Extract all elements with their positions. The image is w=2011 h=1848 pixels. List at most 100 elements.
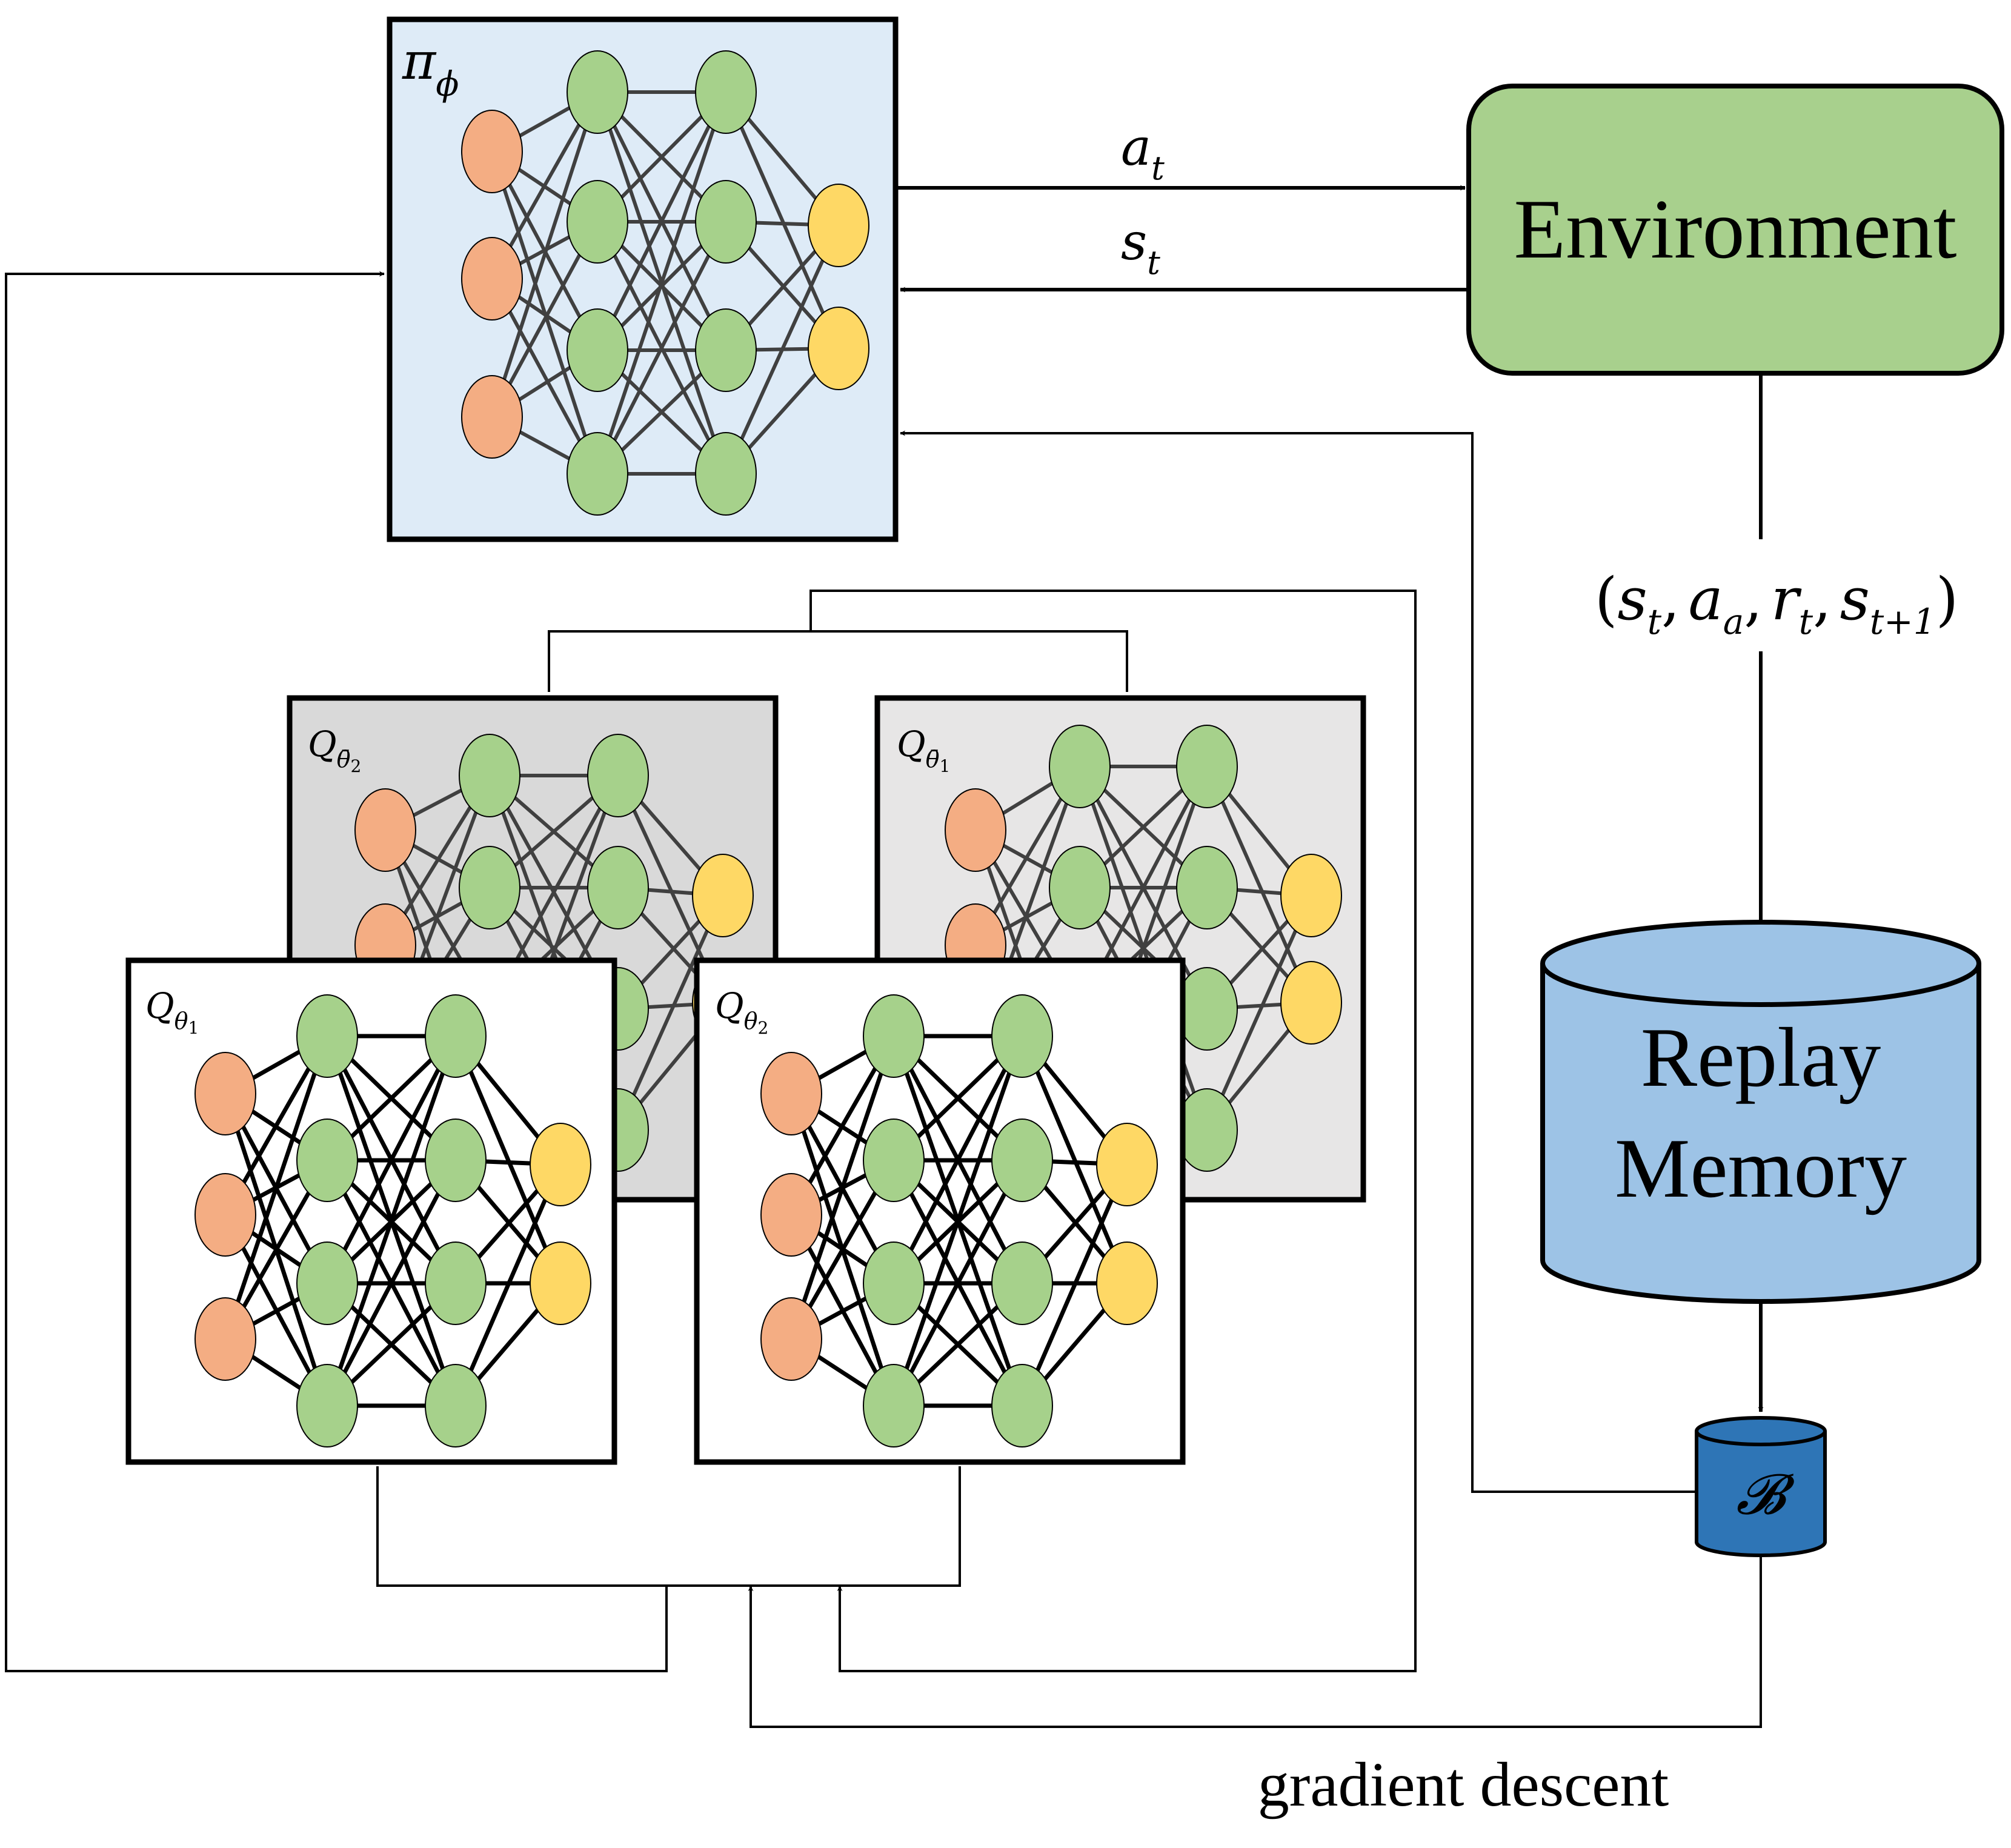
target2-label: Qθ̄2 bbox=[308, 723, 361, 776]
gradient-descent-arrow bbox=[748, 1554, 1762, 1728]
network-edge bbox=[616, 894, 725, 1131]
network-edge bbox=[596, 91, 728, 474]
hidden-node bbox=[587, 846, 649, 929]
input-node bbox=[945, 788, 1006, 872]
network-edge bbox=[1205, 765, 1313, 1004]
hidden-node bbox=[425, 994, 487, 1078]
hidden-node bbox=[587, 734, 649, 817]
critic-to-policy-arrow bbox=[5, 271, 668, 1672]
hidden-node bbox=[863, 1118, 925, 1202]
replay-label-line1: Replay bbox=[1641, 1011, 1881, 1105]
hidden-node bbox=[459, 734, 520, 817]
environment-box bbox=[1466, 84, 2004, 376]
output-node bbox=[530, 1123, 591, 1206]
output-node bbox=[1096, 1123, 1158, 1206]
network-edge bbox=[1205, 894, 1313, 1131]
hidden-node bbox=[1176, 725, 1238, 808]
output-node bbox=[808, 184, 869, 267]
hidden-node bbox=[991, 1241, 1053, 1325]
transition-tuple: (st,aa,rt,st+1) bbox=[1595, 565, 1958, 642]
hidden-node bbox=[296, 1364, 358, 1447]
target-bracket bbox=[548, 630, 1128, 692]
hidden-node bbox=[1049, 846, 1111, 929]
hidden-node bbox=[459, 846, 520, 929]
network-edge bbox=[891, 1035, 1025, 1285]
network-edge bbox=[325, 1159, 458, 1407]
network-edge bbox=[724, 91, 840, 350]
gradient-descent-label: gradient descent bbox=[1258, 1750, 1669, 1820]
batch-to-policy-arrow bbox=[900, 430, 1697, 1493]
hidden-node bbox=[567, 180, 628, 264]
input-node bbox=[760, 1297, 822, 1381]
network-edge bbox=[325, 1035, 458, 1285]
hidden-node bbox=[695, 180, 757, 264]
state-label: st bbox=[1121, 212, 1160, 282]
input-node bbox=[194, 1173, 256, 1257]
input-node bbox=[760, 1173, 822, 1257]
target-to-critic-arrow bbox=[809, 590, 1417, 1672]
network-edge bbox=[891, 1035, 1025, 1407]
hidden-node bbox=[425, 1118, 487, 1202]
critic-1-network bbox=[125, 957, 617, 1465]
policy-label: πϕ bbox=[402, 32, 459, 104]
network-edge bbox=[724, 224, 840, 475]
hidden-node bbox=[425, 1241, 487, 1325]
input-node bbox=[461, 237, 523, 321]
connectors bbox=[5, 185, 1764, 1728]
network-edge bbox=[223, 1035, 330, 1340]
minibatch-cylinder bbox=[1695, 1416, 1827, 1557]
hidden-node bbox=[991, 1364, 1053, 1447]
hidden-node bbox=[991, 994, 1053, 1078]
input-node bbox=[194, 1297, 256, 1381]
hidden-node bbox=[1176, 1088, 1238, 1172]
critic-bracket bbox=[376, 1466, 961, 1587]
hidden-node bbox=[863, 994, 925, 1078]
critic2-label: Qθ2 bbox=[715, 985, 768, 1038]
hidden-node bbox=[1176, 846, 1238, 929]
network-edge bbox=[596, 91, 728, 351]
replay-memory-cylinder bbox=[1540, 920, 1981, 1304]
minibatch-label: 𝓑 bbox=[1736, 1462, 1795, 1527]
critic-2-network bbox=[694, 957, 1186, 1465]
output-node bbox=[1096, 1241, 1158, 1325]
output-node bbox=[1280, 854, 1342, 937]
output-node bbox=[692, 854, 754, 937]
hidden-node bbox=[695, 50, 757, 134]
output-node bbox=[530, 1241, 591, 1325]
hidden-node bbox=[695, 432, 757, 516]
input-node bbox=[760, 1052, 822, 1135]
output-node bbox=[808, 307, 869, 390]
network-edge bbox=[891, 1159, 1025, 1407]
critic1-label: Qθ1 bbox=[145, 985, 199, 1038]
input-node bbox=[461, 375, 523, 459]
policy-network bbox=[387, 16, 899, 542]
network-edge bbox=[1020, 1035, 1129, 1285]
hidden-node bbox=[991, 1118, 1053, 1202]
hidden-node bbox=[863, 1241, 925, 1325]
input-node bbox=[194, 1052, 256, 1135]
target1-label: Qθ̄1 bbox=[897, 723, 950, 776]
network-edge bbox=[325, 1035, 458, 1407]
hidden-node bbox=[863, 1364, 925, 1447]
output-node bbox=[1280, 961, 1342, 1045]
network-edge bbox=[453, 1163, 563, 1407]
network-edge bbox=[490, 91, 599, 417]
action-label: at bbox=[1121, 118, 1165, 187]
network-edge bbox=[789, 1035, 896, 1340]
network-edge bbox=[596, 221, 728, 475]
hidden-node bbox=[695, 308, 757, 392]
input-node bbox=[461, 110, 523, 193]
hidden-node bbox=[1049, 725, 1111, 808]
hidden-node bbox=[1176, 967, 1238, 1051]
hidden-node bbox=[567, 432, 628, 516]
hidden-node bbox=[296, 1241, 358, 1325]
network-edge bbox=[453, 1035, 563, 1285]
hidden-node bbox=[567, 308, 628, 392]
hidden-node bbox=[425, 1364, 487, 1447]
hidden-node bbox=[296, 1118, 358, 1202]
input-node bbox=[354, 788, 416, 872]
network-edge bbox=[1020, 1163, 1129, 1407]
replay-label-line2: Memory bbox=[1615, 1122, 1907, 1215]
environment-label: Environment bbox=[1514, 182, 1957, 276]
